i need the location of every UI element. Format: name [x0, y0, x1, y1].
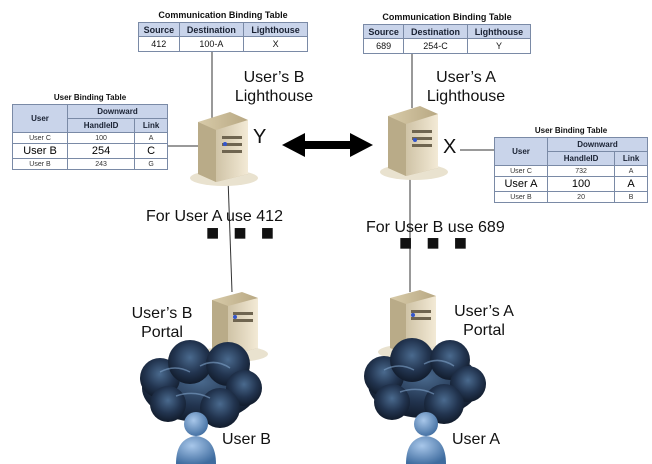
right-comm-table-title: Communication Binding Table	[382, 12, 512, 22]
double-arrow-icon	[282, 133, 373, 157]
cell-handleid: 100	[546, 176, 616, 192]
cell-user: User B	[12, 158, 68, 170]
table-row: User B 243 G	[12, 158, 168, 170]
left-use-label: For User A use 412	[146, 208, 283, 225]
right-server-mark: X	[443, 136, 457, 158]
cell-link: G	[134, 158, 168, 170]
left-network-cloud-icon	[140, 340, 262, 428]
left-lighthouse-label-line1: User’s B	[243, 69, 305, 86]
cell-handleid: 100	[66, 132, 136, 144]
left-portal-label-line1: User’s B	[131, 305, 193, 322]
left-ellipsis-dots: ■ ■ ■	[206, 220, 279, 245]
table-row: User C 732 A	[494, 165, 648, 177]
cell-source: 689	[362, 38, 405, 54]
table-row: User B 254 C	[12, 143, 168, 159]
table-row: User C 100 A	[12, 132, 168, 144]
cell-destination: 100-A	[178, 36, 245, 52]
left-user-person-icon	[176, 412, 216, 464]
left-portal-server-icon	[200, 292, 268, 362]
header-source: Source	[138, 22, 180, 37]
left-lighthouse-server-icon	[190, 112, 258, 186]
table-row: User B 20 B	[494, 191, 648, 203]
cell-link: B	[614, 191, 648, 203]
header-handleid: HandleID	[546, 151, 616, 166]
left-comm-binding-table: Source Destination Lighthouse 412 100-A …	[138, 22, 308, 52]
right-portal-label-line2: Portal	[463, 322, 505, 339]
header-lighthouse: Lighthouse	[466, 24, 532, 39]
header-destination: Destination	[178, 22, 245, 37]
right-lighthouse-label: User’s A Lighthouse	[418, 68, 514, 106]
right-use-label: For User B use 689	[366, 219, 505, 236]
cell-user: User A	[494, 176, 548, 192]
cell-user: User C	[494, 165, 548, 177]
left-user-table-title: User Binding Table	[53, 93, 127, 102]
cell-user: User B	[12, 143, 68, 159]
header-user: User	[494, 137, 548, 166]
header-link: Link	[614, 151, 648, 166]
right-network-cloud-icon	[364, 338, 486, 424]
left-user-label: User B	[222, 431, 271, 448]
right-comm-binding-table: Source Destination Lighthouse 689 254-C …	[362, 24, 532, 54]
left-lighthouse-label-line2: Lighthouse	[234, 88, 314, 105]
table-row: User A 100 A	[494, 176, 648, 192]
cell-source: 412	[138, 36, 180, 52]
right-user-table-title: User Binding Table	[534, 126, 608, 135]
left-user-binding-table: User Downward HandleID Link User C 100 A…	[12, 104, 168, 170]
cell-lighthouse: X	[243, 36, 308, 52]
cell-handleid: 732	[546, 165, 616, 177]
header-downward: Downward	[67, 104, 168, 119]
table-row: 412 100-A X	[138, 36, 308, 52]
right-portal-label: User’s A Portal	[446, 302, 522, 340]
cell-lighthouse: Y	[466, 38, 532, 54]
right-lighthouse-label-line1: User’s A	[436, 69, 496, 86]
left-server-mark: Y	[253, 126, 267, 148]
right-lighthouse-server-icon	[380, 106, 448, 180]
header-lighthouse: Lighthouse	[243, 22, 308, 37]
header-link: Link	[134, 118, 168, 133]
left-comm-table-title: Communication Binding Table	[158, 10, 288, 20]
right-ellipsis-dots: ■ ■ ■	[399, 230, 472, 255]
cell-link: A	[614, 165, 648, 177]
cell-handleid: 243	[66, 158, 136, 170]
cell-link: A	[614, 176, 648, 192]
cell-link: C	[134, 143, 168, 159]
header-source: Source	[362, 24, 405, 39]
right-user-binding-table: User Downward HandleID Link User C 732 A…	[494, 137, 648, 203]
table-row: 689 254-C Y	[362, 38, 532, 54]
cell-link: A	[134, 132, 168, 144]
cell-handleid: 254	[66, 143, 136, 159]
right-portal-label-line1: User’s A	[454, 303, 514, 320]
cell-handleid: 20	[546, 191, 616, 203]
header-destination: Destination	[403, 24, 468, 39]
left-portal-label-line2: Portal	[141, 324, 183, 341]
right-user-person-icon	[406, 412, 446, 464]
left-vertical-connector	[227, 177, 233, 293]
header-downward: Downward	[547, 137, 648, 152]
left-portal-label: User’s B Portal	[124, 304, 200, 342]
header-user: User	[12, 104, 68, 133]
right-lighthouse-label-line2: Lighthouse	[426, 88, 506, 105]
header-handleid: HandleID	[66, 118, 136, 133]
left-lighthouse-label: User’s B Lighthouse	[222, 68, 326, 106]
cell-user: User B	[494, 191, 548, 203]
right-user-label: User A	[452, 431, 501, 448]
cell-user: User C	[12, 132, 68, 144]
cell-destination: 254-C	[403, 38, 468, 54]
